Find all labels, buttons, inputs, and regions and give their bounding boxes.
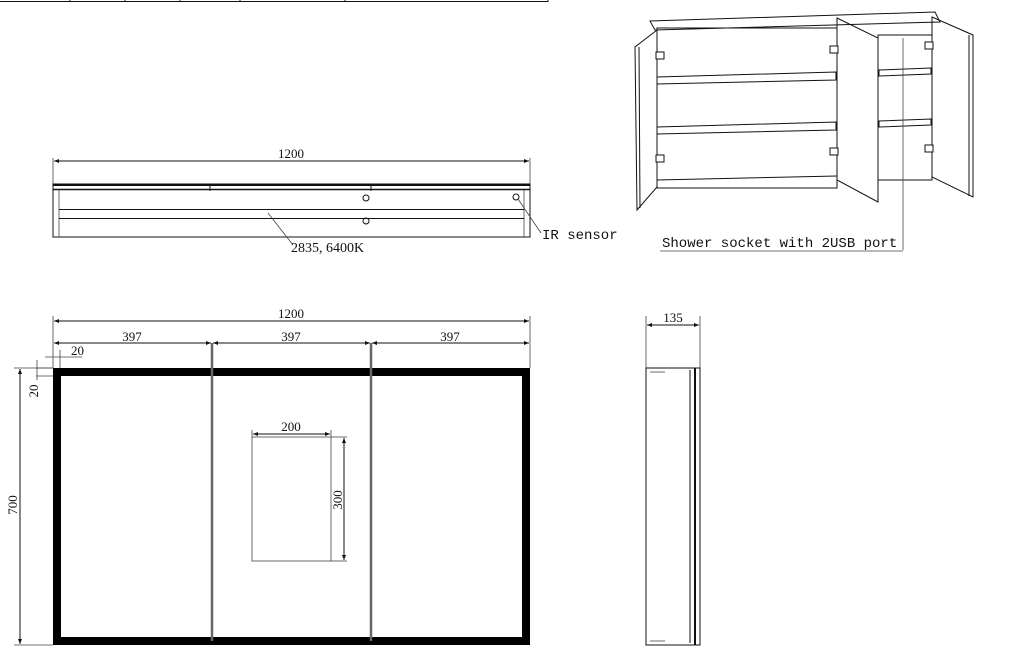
front-width-dimension: 1200 xyxy=(278,306,304,321)
inset-height-dimension: 300 xyxy=(330,490,345,510)
shelf xyxy=(656,121,837,135)
left-door xyxy=(634,28,658,212)
iso-view: Shower socket with 2USB port xyxy=(634,11,974,252)
socket-hole xyxy=(362,194,370,202)
frame-width-dimension: 20 xyxy=(71,343,84,358)
ir-sensor-label: IR sensor xyxy=(542,228,618,244)
top-view: 1200 2835, 6400K IR sensor xyxy=(52,146,618,256)
led-leader xyxy=(267,212,294,246)
led-label: 2835, 6400K xyxy=(291,241,364,256)
middle-door xyxy=(836,17,879,203)
inset-width-dimension: 200 xyxy=(281,419,301,434)
height-dimension: 700 xyxy=(5,495,20,515)
title-block-edge xyxy=(0,0,549,2)
cabinet-side xyxy=(645,367,701,646)
top-rail xyxy=(649,11,941,31)
right-door xyxy=(931,16,974,198)
left-compartment xyxy=(656,27,838,189)
socket-label: Shower socket with 2USB port xyxy=(662,236,897,252)
hinge-icon xyxy=(655,41,934,163)
socket-hole xyxy=(362,217,370,225)
sensor-leader xyxy=(517,198,542,234)
frame-height-dimension: 20 xyxy=(26,385,41,398)
right-compartment xyxy=(877,34,933,181)
mirror-frame xyxy=(53,368,530,645)
top-width-dimension: 1200 xyxy=(278,146,304,161)
side-view: 135 xyxy=(645,310,701,646)
demister-pad xyxy=(251,436,332,562)
shelf xyxy=(878,118,932,128)
ir-sensor-icon xyxy=(512,193,520,201)
shelf xyxy=(878,67,932,77)
shelf xyxy=(656,71,837,85)
front-view: 1200 397 397 397 20 20 700 200 300 xyxy=(5,306,531,646)
door-width-dimension: 397 xyxy=(281,329,301,344)
door-width-dimension: 397 xyxy=(440,329,460,344)
depth-dimension: 135 xyxy=(663,310,683,325)
door-width-dimension: 397 xyxy=(122,329,142,344)
